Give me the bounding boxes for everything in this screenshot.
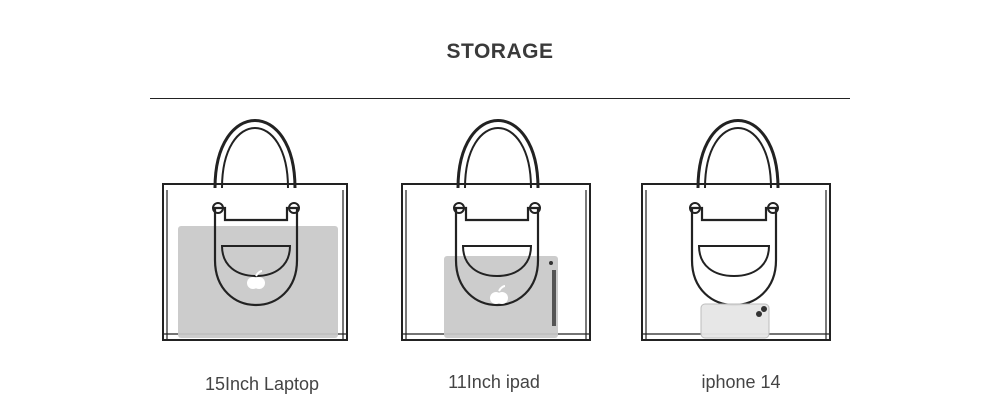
- apple-icon: [247, 270, 265, 289]
- caption-ipad: 11Inch ipad: [448, 372, 540, 392]
- section-title: STORAGE: [446, 40, 554, 63]
- caption-iphone: iphone 14: [701, 372, 781, 392]
- caption-laptop: 15Inch Laptop: [204, 374, 320, 394]
- bag-iphone-illustration: [638, 108, 838, 348]
- bag-icon: [401, 119, 591, 341]
- iphone-device: [700, 303, 770, 339]
- divider: [150, 98, 850, 99]
- bag-icon: [162, 119, 348, 341]
- bag-laptop-illustration: [155, 108, 355, 348]
- bag-icon: [641, 119, 831, 341]
- apple-icon: [490, 285, 508, 304]
- bag-ipad-illustration: [398, 108, 598, 348]
- camera-icon: [756, 306, 767, 317]
